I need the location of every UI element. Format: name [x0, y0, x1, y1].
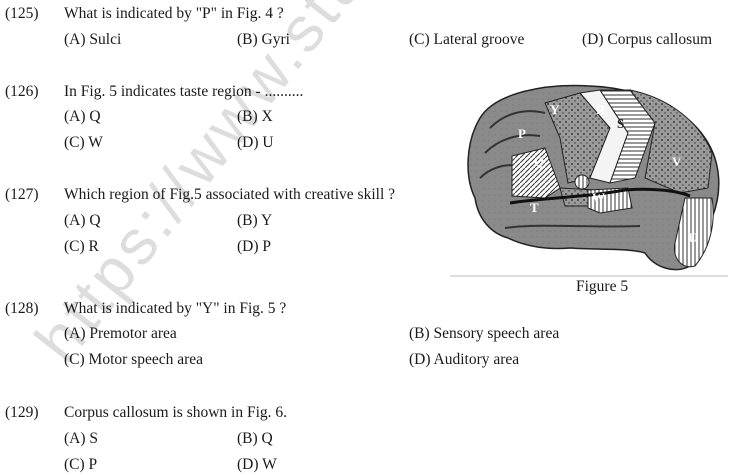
option-d: (D) Auditory area — [409, 351, 520, 368]
question-number: (127) — [5, 186, 39, 203]
option-a: (A) Q — [64, 212, 101, 229]
label-y: Y — [550, 102, 560, 117]
question-number: (129) — [5, 404, 39, 421]
brain-diagram: P Q Y R S T V W U — [450, 84, 728, 277]
option-b: (B) Sensory speech area — [409, 325, 560, 342]
option-a: (A) Q — [64, 108, 101, 125]
option-c: (C) Motor speech area — [64, 351, 204, 368]
label-r: R — [596, 102, 606, 117]
figure-caption: Figure 5 — [576, 278, 629, 295]
question-text: What is indicated by "Y" in Fig. 5 ? — [64, 300, 287, 317]
question-text: Which region of Fig.5 associated with cr… — [64, 186, 396, 203]
option-b: (B) Y — [237, 212, 273, 229]
option-d: (D) W — [237, 456, 277, 473]
label-q: Q — [534, 154, 544, 169]
option-d: (D) Corpus callosum — [582, 31, 713, 48]
label-s: S — [617, 116, 624, 131]
label-p: P — [518, 126, 526, 141]
option-c: (C) R — [64, 238, 99, 255]
option-b: (B) Q — [237, 430, 273, 447]
question-number: (128) — [5, 300, 39, 317]
label-w: W — [592, 190, 605, 205]
question-text: What is indicated by "P" in Fig. 4 ? — [64, 5, 284, 22]
question-number: (125) — [5, 5, 39, 22]
question-text: In Fig. 5 indicates taste region - .....… — [64, 83, 304, 100]
question-number: (126) — [5, 83, 39, 100]
option-d: (D) P — [237, 238, 272, 255]
option-b: (B) Gyri — [237, 31, 290, 48]
option-a: (A) Sulci — [64, 31, 122, 48]
label-v: V — [672, 154, 682, 169]
label-u: U — [688, 230, 698, 245]
option-c: (C) W — [64, 134, 103, 151]
option-c: (C) Lateral groove — [409, 31, 525, 48]
question-text: Corpus callosum is shown in Fig. 6. — [64, 404, 288, 421]
label-t: T — [530, 200, 539, 215]
option-c: (C) P — [64, 456, 98, 473]
option-b: (B) X — [237, 108, 273, 125]
brain-figure: P Q Y R S T V W U — [450, 78, 728, 278]
option-d: (D) U — [237, 134, 274, 151]
option-a: (A) Premotor area — [64, 325, 177, 342]
option-a: (A) S — [64, 430, 99, 447]
